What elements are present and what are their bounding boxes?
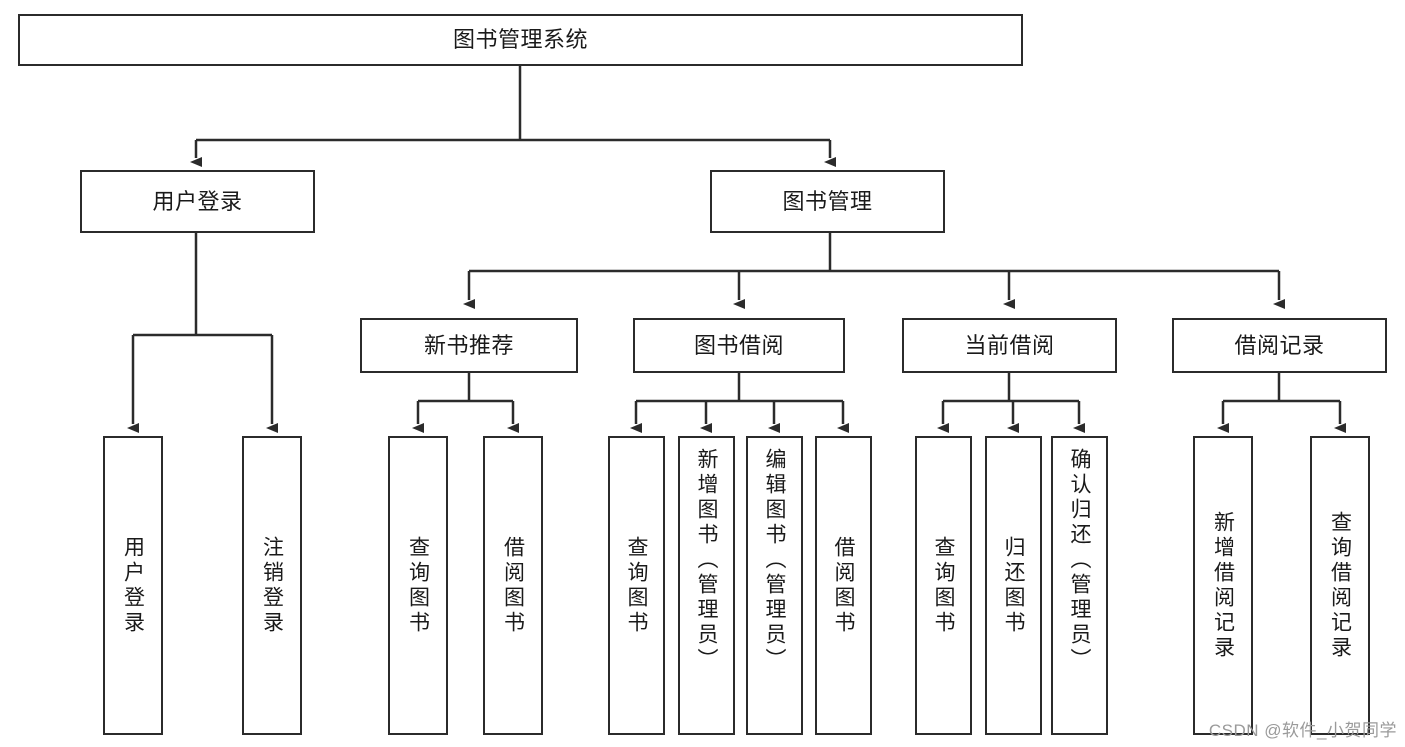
leaf-current-confirm-return[interactable]: 确认归还（管理员） [1051,436,1108,735]
leaf-new-book-borrow[interactable]: 借阅图书 [483,436,543,735]
leaf-borrow-borrow-book[interactable]: 借阅图书 [815,436,872,735]
node-book-borrow-label: 图书借阅 [693,332,784,358]
node-user-login[interactable]: 用户登录 [80,170,315,233]
node-book-borrow[interactable]: 图书借阅 [633,318,845,373]
leaf-current-query[interactable]: 查询图书 [915,436,972,735]
node-book-management[interactable]: 图书管理 [710,170,945,233]
leaf-label: 用户登录 [121,535,145,636]
node-borrow-record-label: 借阅记录 [1234,332,1325,358]
leaf-new-book-query[interactable]: 查询图书 [388,436,448,735]
node-root-label: 图书管理系统 [452,27,588,53]
leaf-borrow-query[interactable]: 查询图书 [608,436,665,735]
node-root[interactable]: 图书管理系统 [18,14,1023,66]
leaf-label: 注销登录 [260,535,284,636]
node-borrow-record[interactable]: 借阅记录 [1172,318,1387,373]
node-current-borrow[interactable]: 当前借阅 [902,318,1117,373]
leaf-record-query[interactable]: 查询借阅记录 [1310,436,1370,735]
node-new-book-recommend[interactable]: 新书推荐 [360,318,578,373]
node-current-borrow-label: 当前借阅 [964,332,1055,358]
csdn-watermark: CSDN @软件_小贺同学 [1208,721,1397,740]
leaf-label: 新增图书（管理员） [695,448,719,673]
leaf-user-login-login[interactable]: 用户登录 [103,436,163,735]
leaf-label: 查询借阅记录 [1328,510,1352,661]
leaf-label: 查询图书 [932,535,956,636]
leaf-label: 查询图书 [625,535,649,636]
leaf-label: 新增借阅记录 [1211,510,1235,661]
leaf-current-return[interactable]: 归还图书 [985,436,1042,735]
node-book-management-label: 图书管理 [782,188,873,214]
leaf-label: 归还图书 [1002,535,1026,636]
leaf-label: 确认归还（管理员） [1068,448,1092,673]
leaf-borrow-add-book[interactable]: 新增图书（管理员） [678,436,735,735]
leaf-borrow-edit-book[interactable]: 编辑图书（管理员） [746,436,803,735]
leaf-record-add[interactable]: 新增借阅记录 [1193,436,1253,735]
leaf-label: 借阅图书 [832,535,856,636]
leaf-label: 查询图书 [406,535,430,636]
leaf-user-login-logout[interactable]: 注销登录 [242,436,302,735]
node-new-book-recommend-label: 新书推荐 [423,332,514,358]
node-user-login-label: 用户登录 [152,188,243,214]
leaf-label: 编辑图书（管理员） [763,448,787,673]
leaf-label: 借阅图书 [501,535,525,636]
